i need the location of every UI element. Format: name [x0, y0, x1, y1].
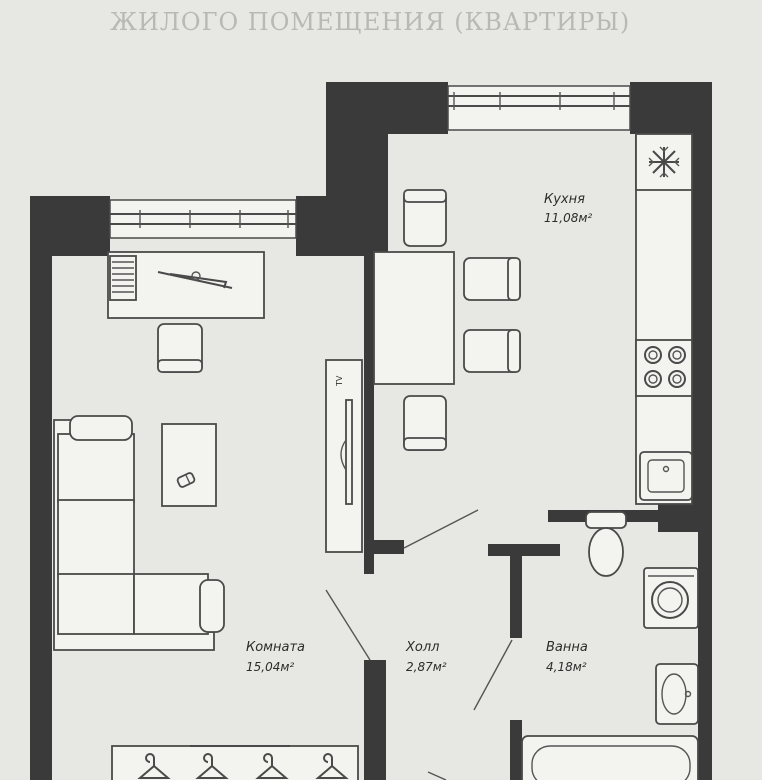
washing-machine-icon [643, 567, 699, 629]
sofa [53, 415, 225, 651]
desk-chair [157, 323, 203, 373]
hall-area: 2,87м² [406, 660, 447, 674]
kitchen-counter [635, 133, 693, 505]
living-name: Комната [246, 640, 305, 655]
snowflake-icon [648, 146, 680, 178]
window-kitchen [447, 85, 631, 131]
bath-area: 4,18м² [546, 660, 587, 674]
interior-walls [364, 256, 660, 780]
stove-burners [644, 346, 686, 388]
dining-table [373, 251, 455, 385]
chair-right-1 [463, 257, 521, 301]
bathroom: Ванна 4,18м² [521, 511, 699, 780]
laptop-icon [157, 271, 233, 289]
hall-name: Холл [405, 640, 439, 655]
kitchen-room: Кухня 11,08м² [373, 133, 693, 505]
coffee-table [161, 423, 217, 507]
outer-walls [30, 82, 712, 780]
toilet-icon [585, 511, 627, 577]
plan-header: ЖИЛОГО ПОМЕЩЕНИЯ (КВАРТИРЫ) [110, 8, 630, 36]
tv-label: TV [335, 375, 344, 387]
remote-icon [176, 472, 196, 488]
tv [345, 399, 353, 505]
bath-sink-icon [655, 663, 699, 725]
tv-stand [325, 359, 363, 553]
living-room: TV Комната 15,04м² [53, 251, 371, 780]
window-living [109, 199, 297, 239]
chair-bottom [403, 395, 447, 451]
stove [635, 339, 693, 397]
hall-room: Холл 2,87м² [403, 509, 513, 780]
living-area: 15,04м² [246, 660, 294, 674]
chair-top [403, 189, 447, 247]
desk-books [109, 255, 137, 301]
bathtub-icon [521, 735, 699, 780]
kitchen-name: Кухня [544, 192, 585, 207]
chair-right-2 [463, 329, 521, 373]
bath-name: Ванна [546, 640, 588, 655]
kitchen-sink [639, 451, 693, 501]
hanger-icons [137, 753, 349, 779]
kitchen-area: 11,08м² [544, 211, 592, 225]
